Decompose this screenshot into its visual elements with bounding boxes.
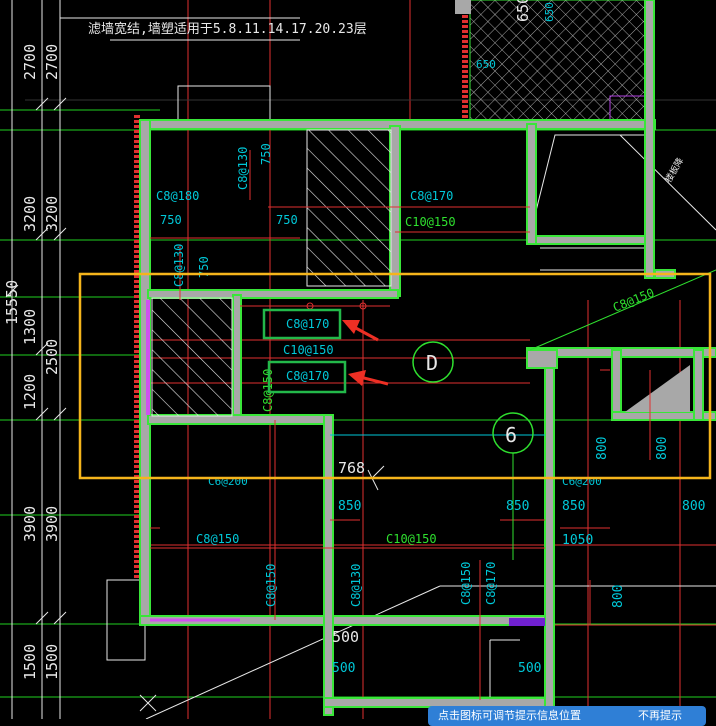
dim-outer-3200: 3200 (21, 196, 39, 232)
len-750-d: 750 (197, 256, 211, 278)
leader-768 (367, 469, 379, 491)
dim-inner-2500: 2500 (43, 339, 61, 375)
walls (139, 0, 716, 719)
drawing-note: 滤墙宽结,墙塑适用于5.8.11.14.17.20.23层 (88, 21, 367, 37)
len-800-a: 800 (682, 499, 705, 514)
axis-label-d: D (426, 351, 438, 375)
dim-inner-3200: 3200 (43, 196, 61, 232)
diagonal-rebar (529, 269, 716, 351)
hint-dismiss-button[interactable]: 不再提示 (638, 710, 682, 722)
rebar-c8-180: C8@180 (156, 189, 199, 203)
dim-inner-1500: 1500 (43, 644, 61, 680)
len-768: 768 (338, 459, 365, 477)
hatch-area-2 (151, 297, 233, 417)
side-note: 楼板降 (662, 155, 686, 184)
rebar-c8-130-a: C8@130 (236, 147, 250, 190)
rebar-c10-150-low: C10@150 (386, 532, 437, 546)
hint-message: 点击图标可调节提示信息位置 (438, 710, 581, 722)
dim-inner-3900: 3900 (43, 506, 61, 542)
len-500-c: 500 (518, 661, 541, 676)
len-850-b: 850 (506, 499, 529, 514)
arrow-2 (348, 370, 389, 386)
rebar-c8-150-low: C8@150 (196, 532, 239, 546)
rebar-c8-170-top: C8@170 (410, 189, 453, 203)
len-800-c: 800 (655, 437, 670, 460)
axis-label-6: 6 (505, 423, 517, 447)
dim-outer-1500: 1500 (21, 644, 39, 680)
rebar-c8-150-v2: C8@150 (264, 564, 278, 607)
left-dimensions: 2700 3200 1300 1200 3900 1500 2700 3200 … (3, 44, 61, 680)
len-650: 650 (514, 0, 532, 22)
dim-inner-2700: 2700 (43, 44, 61, 80)
rebar-c8-130-b: C8@130 (172, 244, 186, 287)
len-750-a: 750 (160, 213, 182, 227)
len-1050: 1050 (562, 533, 593, 548)
rebar-c10-150-top: C10@150 (405, 215, 456, 229)
left-dimension-chain (5, 0, 67, 719)
len-650-c: 650 (476, 58, 496, 71)
label-box-c8-170-1[interactable] (262, 308, 342, 340)
len-850-a: 850 (338, 499, 361, 514)
dim-outer-3900: 3900 (21, 506, 39, 542)
hatch-area-1 (306, 129, 392, 287)
dim-outer-1300: 1300 (21, 309, 39, 345)
len-650-b: 650 (543, 2, 556, 22)
len-800-d: 800 (611, 585, 626, 608)
rebar-c8-170-v5: C8@170 (484, 562, 498, 605)
rebar-c8-170-box1: C8@170 (286, 317, 329, 331)
len-500-a: 500 (332, 628, 359, 646)
len-800-b: 800 (595, 437, 610, 460)
len-850-c: 850 (562, 499, 585, 514)
rebar-c8-150-v4: C8@150 (459, 562, 473, 605)
hint-toast[interactable]: 点击图标可调节提示信息位置 不再提示 (428, 706, 706, 726)
highlight-region[interactable] (78, 272, 712, 480)
white-outlines (60, 17, 716, 719)
dim-total: 15550 (3, 280, 21, 325)
dim-outer-2700: 2700 (21, 44, 39, 80)
rebar-c8-170-box2: C8@170 (286, 369, 329, 383)
len-750-c: 750 (276, 213, 298, 227)
dim-outer-1200: 1200 (21, 374, 39, 410)
rebar-c8-130-v3: C8@130 (349, 564, 363, 607)
gray-triangle (625, 365, 690, 412)
rebar-c8-150-diag: C8@150 (611, 286, 656, 315)
label-box-c8-170-2[interactable] (267, 360, 347, 394)
rebar-node-2 (359, 302, 367, 310)
len-500-b: 500 (332, 661, 355, 676)
purple-block (509, 618, 545, 626)
arrow-1 (342, 320, 379, 342)
rebar-lines (150, 150, 651, 700)
len-750-b: 750 (259, 143, 273, 165)
shaft-crosshatch (470, 0, 650, 122)
rebar-c10-150-mid: C10@150 (283, 343, 334, 357)
axis-bubble-d (412, 341, 454, 383)
